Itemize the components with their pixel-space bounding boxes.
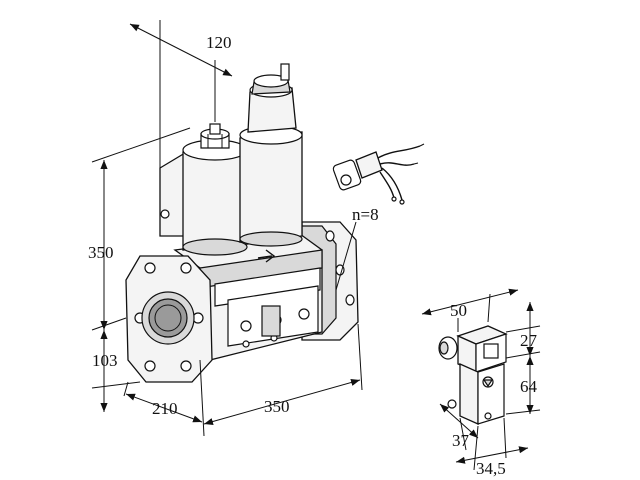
dim-line-plug-offset	[455, 446, 529, 464]
plug-detail	[438, 325, 508, 426]
dim-plug-top: 27	[520, 331, 538, 350]
dim-line-depth	[125, 393, 203, 423]
dim-length: 350	[264, 397, 290, 416]
right-actuator	[239, 63, 303, 247]
control-plate-port	[242, 340, 250, 348]
dim-plug-depth: 37	[452, 431, 470, 450]
actuator-vent-pin	[280, 63, 290, 81]
dimension-lines: 120 350 103 210 350 n=8 50 27	[88, 20, 541, 478]
dim-plug-width: 50	[450, 301, 467, 320]
dim-line-plug-width	[421, 288, 519, 316]
dim-plug-offset: 34,5	[476, 459, 506, 478]
plug-socket	[483, 343, 499, 359]
connector-count-label: n=8	[352, 205, 379, 224]
dim-depth: 210	[152, 399, 178, 418]
left-solenoid	[159, 123, 249, 256]
dim-height-lower: 103	[92, 351, 118, 370]
control-plate-port	[240, 320, 252, 332]
dim-line-plug-depth	[439, 403, 479, 439]
control-plate-module	[261, 305, 281, 337]
dim-line-length	[203, 378, 361, 426]
leader-connector-count	[335, 221, 357, 291]
dim-top-width: 120	[206, 33, 232, 52]
gas-valve-assembly	[125, 63, 425, 383]
dim-height-total: 350	[88, 243, 114, 262]
cable-connector	[332, 143, 425, 205]
control-plate-port	[298, 308, 310, 320]
dim-line-top-width	[129, 23, 233, 77]
left-flange	[125, 255, 213, 383]
adjusting-screw	[209, 123, 221, 135]
flow-direction-arrow-icon	[257, 249, 276, 263]
dim-plug-height: 64	[520, 377, 538, 396]
